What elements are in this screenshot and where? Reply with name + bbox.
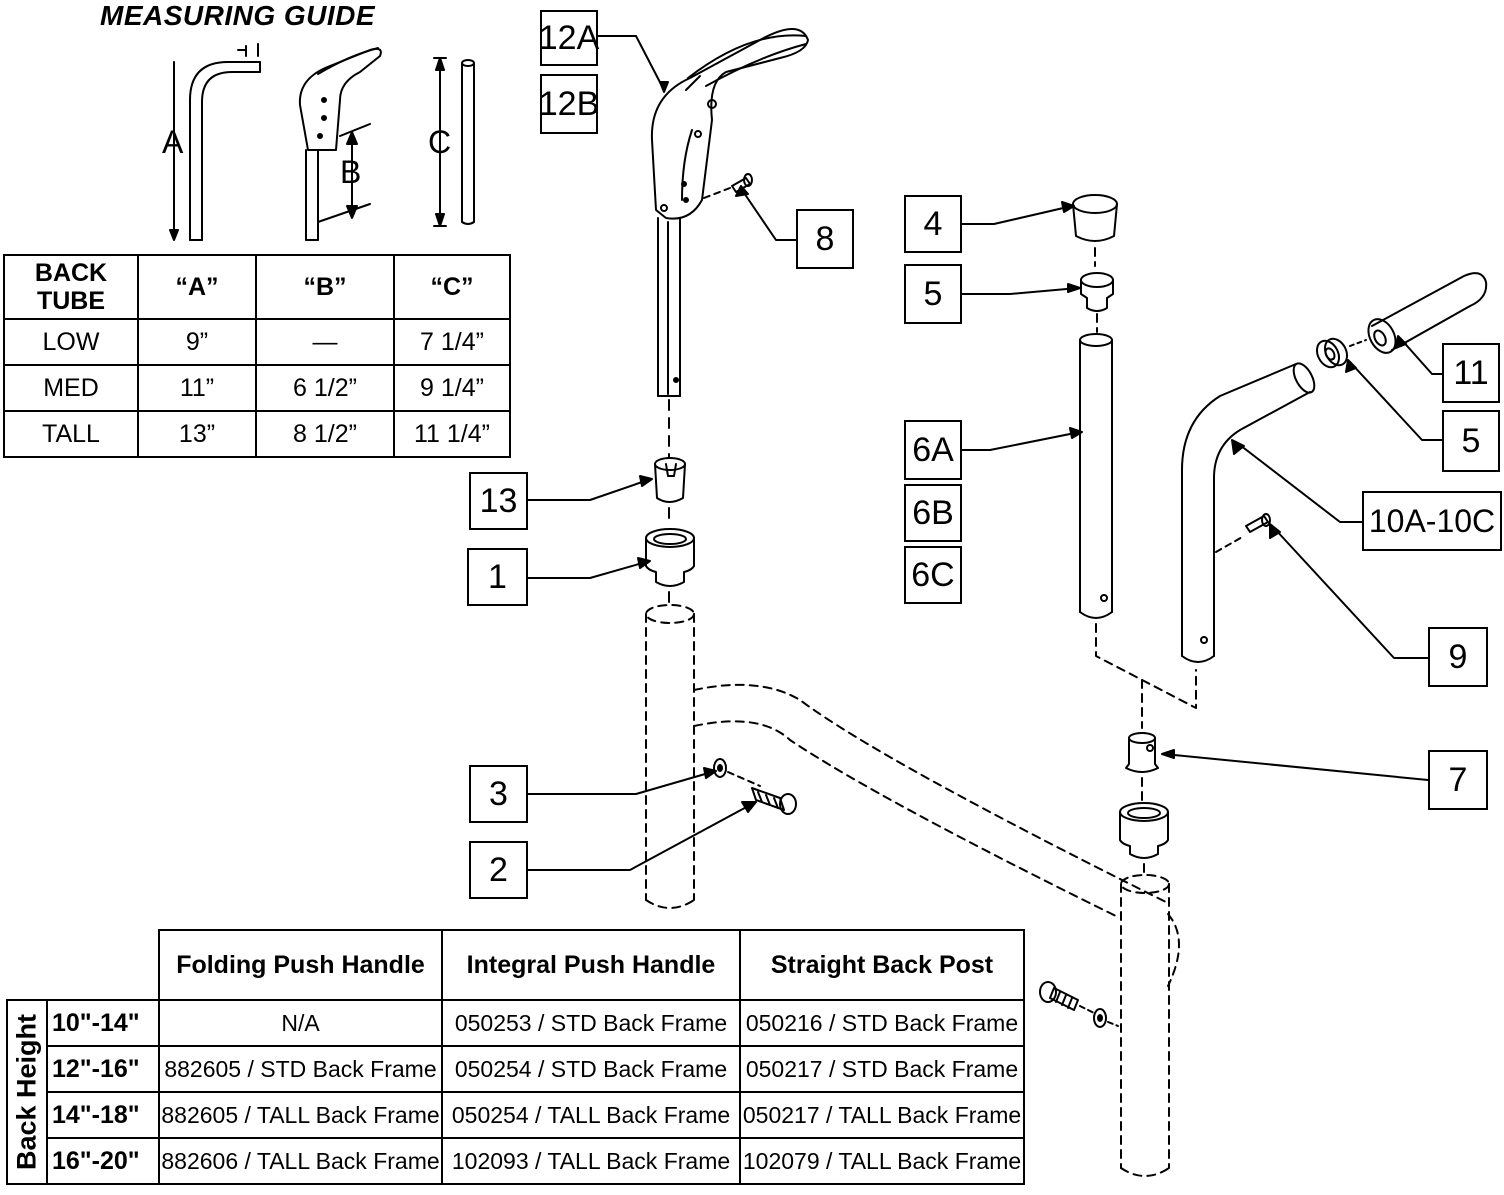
table-cell: 050217 / TALL Back Frame: [739, 1091, 1025, 1139]
callout-7: 7: [1428, 750, 1488, 810]
table-cell: 6 1/2”: [255, 364, 395, 412]
table-cell: 882605 / STD Back Frame: [158, 1045, 443, 1093]
plug-1-part: [645, 528, 695, 587]
table-row: Back Height 10"-14" N/A 050253 / STD Bac…: [6, 999, 1025, 1185]
header-integral-push-handle: Integral Push Handle: [441, 929, 741, 1001]
dim-b-label: B: [340, 154, 362, 190]
dim-a-label: A: [162, 124, 184, 160]
table-cell: 050216 / STD Back Frame: [739, 999, 1025, 1047]
table-cell: 102079 / TALL Back Frame: [739, 1137, 1025, 1185]
folding-push-handle-part: [650, 28, 809, 397]
lower-bolt-part: [1039, 981, 1119, 1028]
table-cell: —: [255, 318, 395, 366]
table-row: 16"-20" 882606 / TALL Back Frame 102093 …: [7, 1137, 1025, 1185]
insert-13-part: [654, 457, 686, 503]
dim-c-label: C: [428, 124, 452, 160]
screw-9-part: [1215, 513, 1271, 553]
bolt-2-part: [751, 787, 797, 815]
table-corner-blank: [47, 930, 159, 1000]
guide-straight-post: [461, 59, 475, 225]
screw-8-part: [703, 173, 753, 199]
table-cell: 882606 / TALL Back Frame: [158, 1137, 443, 1185]
table-cell: 050254 / TALL Back Frame: [441, 1091, 741, 1139]
table-cell: 8 1/2”: [255, 410, 395, 458]
row-height-label: 14"-18": [46, 1091, 160, 1139]
centerline-right-lower: [1095, 623, 1197, 729]
guide-bent-tube: [189, 61, 261, 241]
table-cell: MED: [3, 364, 139, 412]
callout-6a: 6A: [904, 420, 962, 480]
callout-10a-10c: 10A-10C: [1362, 491, 1502, 551]
table-cell: N/A: [158, 999, 443, 1047]
callout-3: 3: [469, 765, 528, 823]
table-header-row: Folding Push Handle Integral Push Handle…: [7, 929, 1025, 1001]
table-cell: 7 1/4”: [393, 318, 511, 366]
table-cell: 050253 / STD Back Frame: [441, 999, 741, 1047]
callout-5-upper: 5: [904, 264, 962, 324]
callout-1: 1: [467, 548, 528, 606]
table-cell: 050217 / STD Back Frame: [739, 1045, 1025, 1093]
guide-dim-b-arrow: [346, 131, 358, 219]
guide-dim-a-arrow: [169, 43, 259, 241]
header-straight-back-post: Straight Back Post: [739, 929, 1025, 1001]
table-row: 14"-18" 882605 / TALL Back Frame 050254 …: [7, 1091, 1025, 1139]
callout-9: 9: [1428, 627, 1488, 687]
table-cell: 050254 / STD Back Frame: [441, 1045, 741, 1093]
table-header-row: BACK TUBE “A” “B” “C”: [3, 254, 511, 320]
table-cell: 9”: [137, 318, 257, 366]
tip-4-part: [1072, 194, 1118, 242]
table-cell: 882605 / TALL Back Frame: [158, 1091, 443, 1139]
callout-4: 4: [904, 195, 962, 253]
table-cell: 11 1/4”: [393, 410, 511, 458]
callout-6c: 6C: [904, 546, 962, 604]
back-height-side-cell: Back Height: [6, 999, 48, 1185]
row-height-label: 12"-16": [46, 1045, 160, 1093]
callout-12b: 12B: [539, 74, 599, 134]
table-cell: 9 1/4”: [393, 364, 511, 412]
table-cell: 11”: [137, 364, 257, 412]
bushing-7-part: [1125, 732, 1159, 773]
table-row: LOW 9” — 7 1/4”: [3, 318, 511, 366]
table-corner-blank: [7, 930, 47, 1000]
callout-2: 2: [469, 841, 528, 899]
integral-push-handle-part: [1181, 357, 1337, 663]
table-row: TALL 13” 8 1/2” 11 1/4”: [3, 410, 511, 458]
header-a: “A”: [137, 254, 257, 320]
callout-5-right: 5: [1442, 410, 1500, 472]
table-cell: TALL: [3, 410, 139, 458]
straight-back-post-part: [1079, 333, 1113, 619]
frame-tube-left-phantom: [645, 604, 1180, 987]
plug-5-upper-part: [1080, 272, 1114, 312]
header-back-tube: BACK TUBE: [3, 254, 139, 320]
row-height-label: 16"-20": [46, 1137, 160, 1185]
callout-12a: 12A: [539, 10, 599, 66]
table-cell: 13”: [137, 410, 257, 458]
table-row: MED 11” 6 1/2” 9 1/4”: [3, 364, 511, 412]
guide-push-handle: [298, 47, 382, 241]
callout-13: 13: [469, 472, 528, 530]
row-height-label: 10"-14": [46, 999, 160, 1047]
table-row: 12"-16" 882605 / STD Back Frame 050254 /…: [7, 1045, 1025, 1093]
table-cell: 102093 / TALL Back Frame: [441, 1137, 741, 1185]
header-b: “B”: [255, 254, 395, 320]
plug-lower-right-part: [1119, 802, 1169, 859]
back-height-label: Back Height: [11, 1013, 42, 1171]
table-cell: LOW: [3, 318, 139, 366]
measuring-guide-title: MEASURING GUIDE: [100, 0, 376, 31]
plug-5-right-part: [1315, 337, 1349, 369]
leader-lines: [527, 35, 1443, 871]
guide-dim-c-arrow: [433, 57, 447, 227]
callout-11: 11: [1442, 343, 1500, 403]
back-tube-table: BACK TUBE “A” “B” “C” LOW 9” — 7 1/4” ME…: [3, 254, 511, 458]
frame-tube-right-phantom: [1120, 874, 1170, 1177]
washer-3-part: [713, 758, 761, 787]
callout-8: 8: [796, 209, 854, 269]
callout-6b: 6B: [904, 484, 962, 542]
part-numbers-table: Folding Push Handle Integral Push Handle…: [6, 929, 1025, 1185]
header-folding-push-handle: Folding Push Handle: [158, 929, 443, 1001]
grip-11-part: [1349, 272, 1488, 354]
header-c: “C”: [393, 254, 511, 320]
